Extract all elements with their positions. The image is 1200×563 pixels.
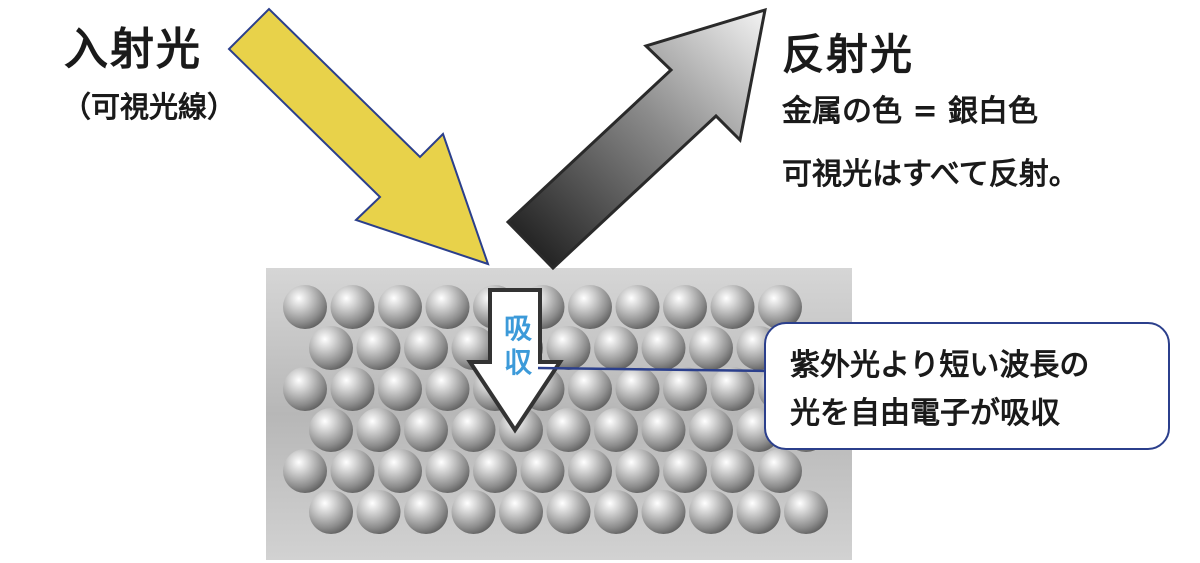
incident-arrow-icon: [227, 7, 490, 266]
atom-sphere: [309, 490, 353, 534]
atom-sphere: [309, 326, 353, 370]
atom-sphere: [641, 408, 686, 452]
atom-sphere: [784, 490, 828, 534]
atom-sphere: [689, 408, 733, 452]
absorb-label: 吸収: [503, 312, 532, 379]
reflected-arrow-icon: [505, 7, 767, 271]
atom-sphere: [641, 490, 686, 534]
atom-sphere: [378, 285, 422, 329]
atom-sphere: [710, 367, 755, 411]
atom-sphere: [283, 367, 327, 411]
atom-sphere: [404, 326, 448, 370]
atom-sphere: [758, 285, 802, 329]
atom-sphere: [309, 408, 353, 452]
incident-light-subtitle: （可視光線）: [62, 90, 237, 124]
atom-sphere: [546, 408, 591, 452]
atom-sphere: [615, 449, 660, 493]
atom-sphere: [451, 490, 496, 534]
atom-sphere: [499, 490, 543, 534]
atom-sphere: [758, 449, 802, 493]
atom-sphere: [710, 285, 755, 329]
atom-sphere: [283, 449, 327, 493]
atom-sphere: [615, 285, 660, 329]
atom-sphere: [330, 449, 375, 493]
atom-sphere: [404, 490, 448, 534]
atom-sphere: [689, 490, 733, 534]
atom-sphere: [520, 449, 565, 493]
atom-sphere: [710, 449, 755, 493]
callout-leader-line: [537, 366, 769, 373]
reflected-light-title: 反射光: [782, 30, 915, 79]
atom-sphere: [594, 490, 638, 534]
atom-sphere: [663, 285, 707, 329]
atom-sphere: [546, 326, 591, 370]
atom-sphere: [568, 285, 612, 329]
callout-line-2: 光を自由電子が吸収: [790, 396, 1060, 431]
atom-sphere: [736, 490, 781, 534]
atom-sphere: [568, 367, 612, 411]
atom-sphere: [641, 326, 686, 370]
atom-sphere: [594, 408, 638, 452]
atom-sphere: [451, 408, 496, 452]
callout-box: 紫外光より短い波長の 光を自由電子が吸収: [764, 322, 1170, 450]
atom-sphere: [356, 326, 401, 370]
metal-color-text: 金属の色 = 銀白色: [782, 94, 1039, 129]
atom-sphere: [330, 285, 375, 329]
atom-sphere: [615, 367, 660, 411]
atom-sphere: [425, 367, 470, 411]
atom-sphere: [594, 326, 638, 370]
incident-light-title: 入射光: [64, 24, 202, 75]
callout-line-1: 紫外光より短い波長の: [790, 348, 1090, 383]
atom-sphere: [689, 326, 733, 370]
atom-sphere: [473, 449, 517, 493]
atom-sphere: [330, 367, 375, 411]
atom-sphere: [378, 367, 422, 411]
atom-sphere: [425, 449, 470, 493]
atom-sphere: [378, 449, 422, 493]
atom-sphere: [425, 285, 470, 329]
atom-sphere: [663, 449, 707, 493]
atom-sphere: [404, 408, 448, 452]
atom-sphere: [568, 449, 612, 493]
atom-sphere: [356, 490, 401, 534]
absorb-arrow-icon: [466, 288, 564, 434]
atom-sphere: [356, 408, 401, 452]
atom-sphere: [451, 326, 496, 370]
atom-sphere: [283, 285, 327, 329]
atom-sphere: [663, 367, 707, 411]
atom-sphere: [546, 490, 591, 534]
reflection-note-text: 可視光はすべて反射。: [782, 157, 1079, 192]
